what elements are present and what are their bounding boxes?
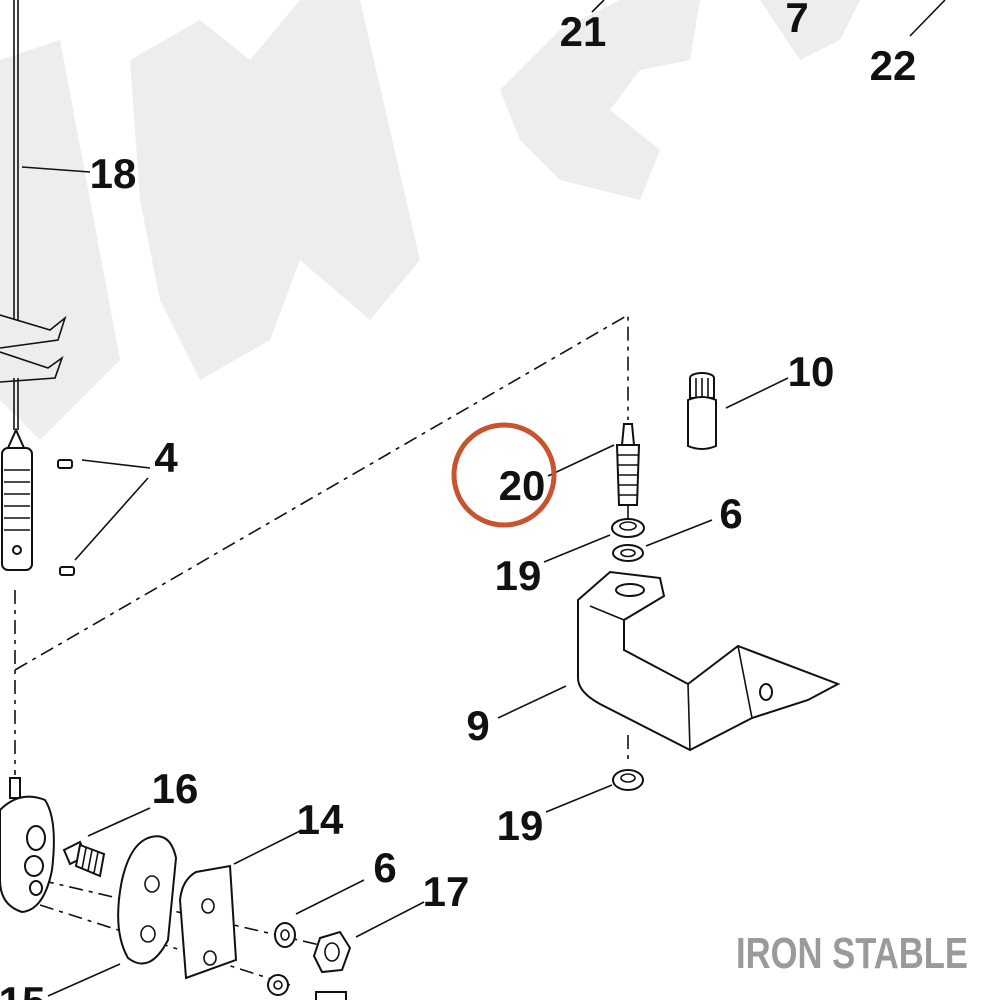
bolt-part-16: [62, 840, 106, 878]
callout-14: 14: [297, 796, 344, 843]
bottom-nut: [315, 991, 347, 1000]
lock-washer-part-6-lower: [274, 922, 296, 948]
assembly-lines: [14, 313, 629, 986]
mount-base-part-15: [0, 777, 55, 914]
spacer-part-10: [687, 372, 717, 450]
set-screw-lower: [59, 566, 75, 576]
callout-15: 15: [0, 978, 45, 1000]
callout-6-upper: 6: [719, 490, 742, 537]
mounting-bracket-part-9: [577, 570, 841, 752]
nut-part-19-upper: [611, 518, 645, 538]
backing-plate-part-14: [178, 864, 238, 980]
callout-10: 10: [788, 348, 835, 395]
callout-6-lower: 6: [373, 844, 396, 891]
watermark: [0, 0, 860, 440]
antenna-ferrule: [1, 427, 33, 571]
callout-21: 21: [560, 8, 607, 55]
callout-17: 17: [423, 868, 470, 915]
leader-lines: [21, 0, 946, 997]
callout-9: 9: [466, 702, 489, 749]
callout-22: 22: [870, 42, 917, 89]
lock-washer-bottom: [267, 974, 289, 996]
callout-4: 4: [154, 434, 178, 481]
brand-logo-text: IRON STABLE: [736, 929, 968, 978]
lock-washer-part-6-upper: [612, 544, 644, 562]
callout-19-lower: 19: [497, 802, 544, 849]
callout-7: 7: [785, 0, 808, 41]
stud-part-20: [615, 423, 641, 506]
callout-19-upper: 19: [495, 552, 542, 599]
callout-16: 16: [152, 765, 199, 812]
acorn-nut-part-17: [312, 930, 352, 974]
gasket: [117, 835, 178, 965]
highlight-ring: [451, 422, 557, 528]
antenna-mast: [0, 0, 67, 430]
set-screw-upper: [57, 459, 73, 469]
nut-part-19-lower: [612, 769, 644, 791]
callouts: 21 7 22 18 4 10 20 6 19 9 19 16 14 6 17 …: [0, 0, 916, 1000]
callout-20: 20: [499, 462, 546, 509]
callout-18: 18: [90, 150, 137, 197]
